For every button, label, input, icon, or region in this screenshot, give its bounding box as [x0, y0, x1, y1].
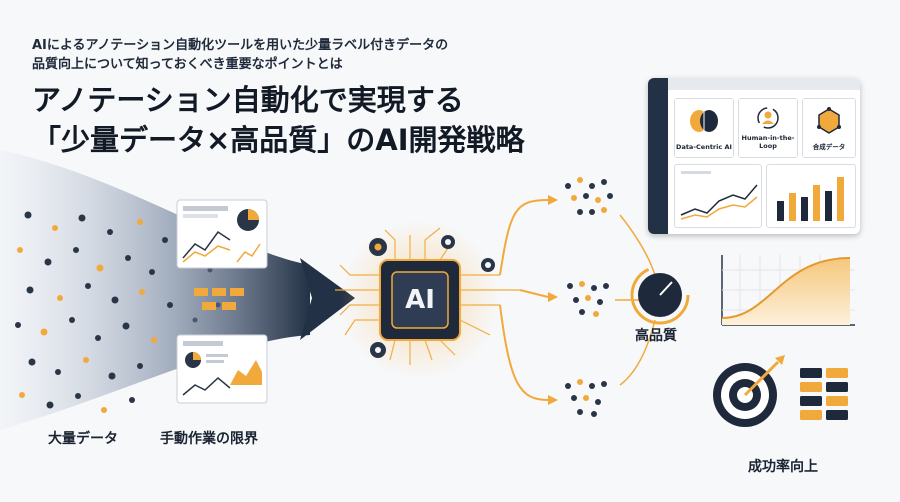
headline: アノテーション自動化で実現する 「少量データ×高品質」のAI開発戦略	[32, 80, 525, 160]
card-synthetic-data: 合成データ	[802, 98, 856, 158]
chip-label: AI	[405, 285, 435, 315]
subtitle-line-1: AIによるアノテーション自動化ツールを用いた少量ラベル付きデータの	[32, 38, 449, 53]
report-document-icon	[176, 334, 268, 404]
brain-icon	[690, 110, 718, 132]
gear-icon	[369, 235, 495, 358]
quality-dial-icon	[630, 265, 690, 325]
clean-data-cluster-icons	[565, 177, 613, 417]
line-chart-icon	[680, 171, 758, 220]
funnel-arrow-icon	[300, 258, 355, 340]
label-manual-limit: 手動作業の限界	[160, 431, 258, 447]
stacked-bars-icon	[800, 368, 848, 420]
target-icon	[713, 355, 785, 427]
subtitle-line-2: 品質向上について知っておくべき重要なポイントとは	[32, 57, 343, 72]
label-success-rate: 成功率向上	[748, 459, 818, 475]
card-data-centric-ai: Data-Centric AI	[674, 98, 734, 158]
label-large-data: 大量データ	[48, 431, 118, 447]
dashboard-topbar	[668, 78, 860, 90]
data-funnel	[0, 150, 310, 430]
headline-line-2: 「少量データ×高品質」のAI開発戦略	[32, 123, 525, 157]
card-human-in-the-loop: Human-in-the-Loop	[738, 98, 798, 158]
card-bar-chart	[766, 164, 856, 228]
card-label-data-centric-ai: Data-Centric AI	[676, 143, 732, 151]
label-high-quality: 高品質	[635, 328, 677, 344]
growth-curve-icon	[721, 255, 855, 326]
card-line-chart	[674, 164, 762, 228]
ai-chip-icon	[379, 259, 461, 341]
cube-network-icon	[817, 107, 841, 134]
output-arrows	[499, 199, 549, 401]
card-label-human-in-the-loop: Human-in-the-Loop	[741, 134, 795, 150]
chart-document-icon	[176, 199, 268, 269]
card-label-synthetic-data: 合成データ	[812, 143, 846, 151]
dashboard-sidebar	[648, 78, 668, 234]
flow-boxes-icon	[194, 288, 244, 310]
subtitle: AIによるアノテーション自動化ツールを用いた少量ラベル付きデータの 品質向上につ…	[32, 36, 552, 74]
human-loop-icon	[757, 107, 779, 129]
headline-line-1: アノテーション自動化で実現する	[32, 83, 464, 117]
dashboard-window: Data-Centric AI Human-in-the-Loop 合成データ	[648, 78, 860, 234]
bar-chart-icon	[777, 177, 844, 221]
